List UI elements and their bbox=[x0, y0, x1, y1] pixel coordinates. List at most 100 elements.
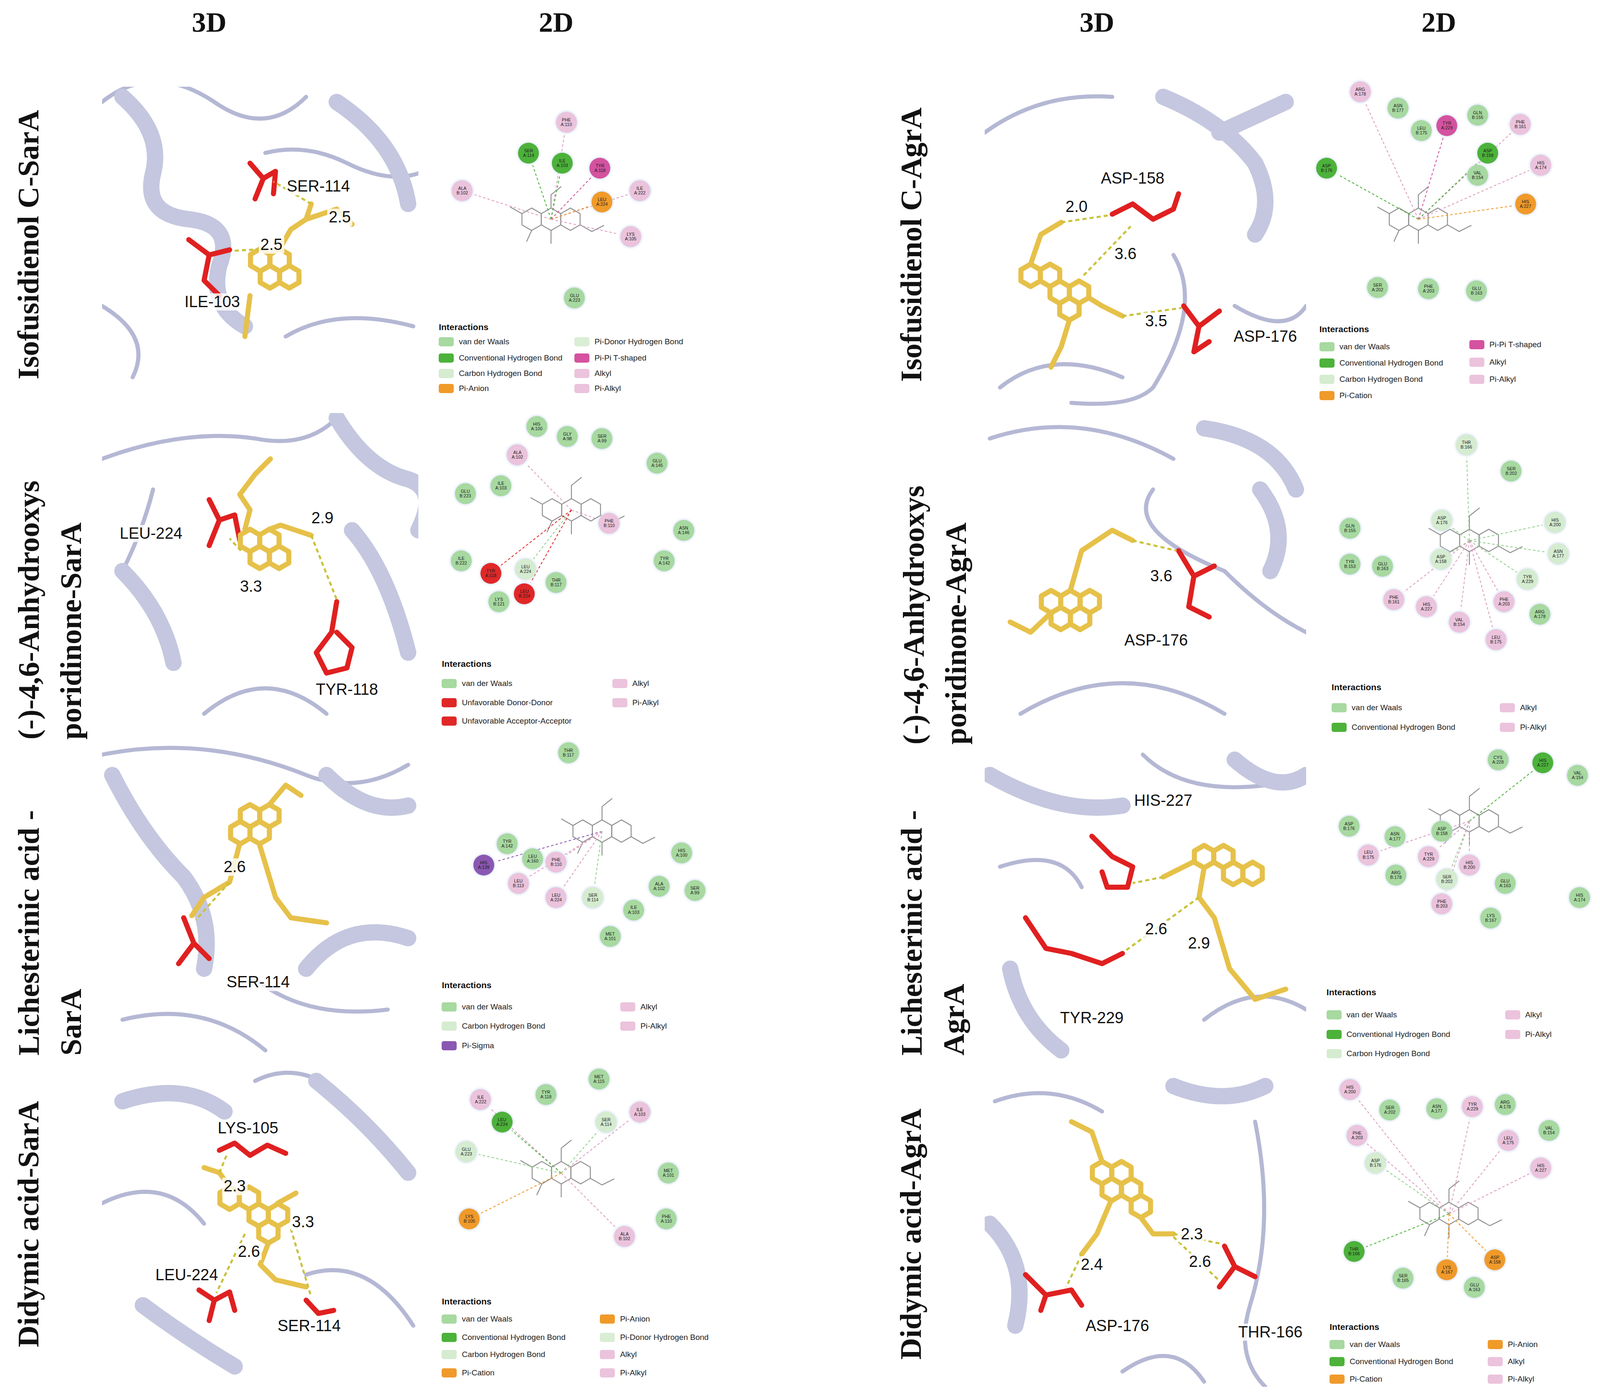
residue-circle: GLU A:163 bbox=[1494, 873, 1516, 895]
residue-name: ASP B:176 bbox=[1341, 821, 1358, 832]
residue-callout: 2.5 bbox=[258, 236, 285, 254]
residue-circle: ASP B:176 bbox=[1338, 816, 1360, 837]
residue-circle: LYS B:121 bbox=[488, 591, 510, 613]
row-label: Isofusidienol C-SarA bbox=[7, 76, 50, 414]
residue-callout: 2.6 bbox=[1187, 1253, 1213, 1272]
residue-circle: ASN A:177 bbox=[1426, 1098, 1448, 1120]
pose-3d bbox=[989, 1086, 1266, 1388]
residue-name: LYS B:105 bbox=[461, 1214, 478, 1224]
residue-callout: SER-114 bbox=[224, 973, 292, 992]
residue-stick bbox=[1183, 305, 1220, 352]
residue-circle: VAL B:154 bbox=[1538, 1120, 1560, 1142]
legend-text: Pi-Sigma bbox=[461, 1041, 494, 1051]
legend-text: Pi-Cation bbox=[461, 1368, 495, 1378]
residue-circle: GLN B:155 bbox=[1339, 518, 1361, 539]
residue-name: GLU A:223 bbox=[566, 293, 583, 303]
ligand-skeleton bbox=[1407, 1181, 1502, 1239]
protein-ribbon bbox=[351, 530, 408, 653]
interaction-dash bbox=[551, 177, 592, 220]
residue-circle: SER B:165 bbox=[1392, 1268, 1414, 1290]
residue-circle: SER B:114 bbox=[582, 887, 604, 909]
residue-name: HIS A:139 bbox=[475, 860, 492, 870]
residue-name: ALA A:102 bbox=[651, 882, 668, 892]
residue-name: ASP B:158 bbox=[1479, 148, 1496, 158]
residue-callout: 2.4 bbox=[1079, 1256, 1105, 1274]
residue-callout: ILE-103 bbox=[182, 293, 242, 311]
legend-swatch bbox=[599, 1333, 615, 1343]
protein-ribbon bbox=[1219, 101, 1286, 133]
residue-circle: SER A:202 bbox=[1379, 1099, 1401, 1121]
legend-swatch bbox=[1329, 1357, 1345, 1367]
legend-text: Pi-Anion bbox=[1507, 1340, 1538, 1350]
residue-name: ILE A:222 bbox=[631, 186, 648, 196]
residue-circle: ILE A:103 bbox=[551, 152, 573, 174]
residue-name: LEU A:224 bbox=[548, 893, 564, 903]
residue-circle: TYR A:229 bbox=[1436, 115, 1458, 137]
legend-swatch bbox=[574, 337, 590, 347]
legend-text: Alkyl bbox=[1489, 357, 1507, 367]
interaction-dash bbox=[571, 510, 597, 520]
residue-circle: ARG A:178 bbox=[1494, 1094, 1516, 1116]
protein-loop bbox=[122, 1014, 266, 1051]
residue-circle: SER B:202 bbox=[1500, 460, 1522, 482]
residue-circle: PHE A:203 bbox=[1418, 278, 1439, 300]
row-label: Didymic acid-AgrA bbox=[890, 1081, 933, 1388]
residue-name: MET A:101 bbox=[660, 1168, 677, 1178]
legend-item: Pi-Alkyl bbox=[1487, 1374, 1535, 1386]
residue-circle: TYR A:229 bbox=[1418, 846, 1439, 868]
residue-circle: LYS B:167 bbox=[1480, 907, 1502, 929]
legend-item: Alkyl bbox=[612, 678, 650, 690]
residue-name: SER B:114 bbox=[584, 893, 601, 903]
residue-name: TYR B:153 bbox=[1342, 559, 1358, 569]
residue-name: PHE B:203 bbox=[1433, 899, 1450, 909]
residue-callout: 2.3 bbox=[1179, 1225, 1205, 1244]
residue-circle: ILE A:222 bbox=[470, 1089, 491, 1111]
residue-name: LEU A:224 bbox=[517, 564, 534, 574]
legend-text: Pi-Alkyl bbox=[1525, 1030, 1552, 1040]
residue-name: SER B:202 bbox=[1503, 466, 1520, 476]
residue-name: GLU B:163 bbox=[1374, 561, 1391, 572]
residue-circle: PHE A:110 bbox=[655, 1208, 677, 1230]
residue-circle: ILE A:103 bbox=[490, 475, 512, 497]
legend-item: Unfavorable Acceptor-Acceptor bbox=[441, 715, 572, 727]
legend-item: Unfavorable Donor-Donor bbox=[441, 697, 553, 709]
residue-name: GLU A:145 bbox=[649, 458, 665, 468]
legend-swatch bbox=[441, 1314, 457, 1325]
residue-circle: LEU B:175 bbox=[1357, 844, 1379, 866]
residue-name: VAL B:154 bbox=[1541, 1126, 1558, 1136]
interaction-dash bbox=[1452, 528, 1470, 541]
residue-circle: LEU A:224 bbox=[591, 191, 613, 213]
legend-text: Alkyl bbox=[640, 1002, 658, 1012]
residue-circle: ASP B:158 bbox=[1477, 142, 1499, 164]
ligand-skeleton bbox=[1377, 186, 1472, 244]
protein-loop bbox=[1000, 860, 1082, 888]
legend-text: Conventional Hydrogen Bond bbox=[1349, 1357, 1454, 1367]
interaction-dash bbox=[1448, 1174, 1530, 1215]
residue-name: SER A:202 bbox=[1381, 1105, 1398, 1115]
ligand-stick bbox=[1131, 1195, 1151, 1219]
legend-text: van der Waals bbox=[461, 1002, 513, 1012]
legend-swatch bbox=[599, 1368, 615, 1378]
legend-text: Pi-Cation bbox=[1339, 391, 1373, 401]
residue-circle: VAL B:154 bbox=[1467, 164, 1489, 186]
residue-circle: LEU B:224 bbox=[513, 583, 535, 605]
residue-circle: VAL B:154 bbox=[1448, 611, 1470, 633]
residue-name: HIS A:174 bbox=[1571, 893, 1588, 903]
residue-circle: SER A:202 bbox=[1367, 277, 1388, 299]
legend-text: Pi-Donor Hydrogen Bond bbox=[619, 1333, 709, 1343]
ligand-stick bbox=[239, 459, 311, 536]
legend-text: van der Waals bbox=[461, 1314, 513, 1325]
residue-name: LYS B:121 bbox=[490, 597, 507, 607]
protein-ribbon bbox=[122, 96, 245, 327]
legend-item: Pi-Anion bbox=[599, 1314, 650, 1325]
residue-name: SER A:99 bbox=[687, 886, 703, 896]
protein-ribbon bbox=[1234, 760, 1307, 783]
legend-swatch bbox=[574, 353, 590, 363]
pose-3d bbox=[989, 427, 1307, 714]
interaction-dash bbox=[561, 1173, 616, 1228]
interaction-dash bbox=[1468, 821, 1470, 853]
residue-circle: LEU A:175 bbox=[1497, 1130, 1519, 1152]
residue-name: HIS A:100 bbox=[528, 422, 545, 432]
